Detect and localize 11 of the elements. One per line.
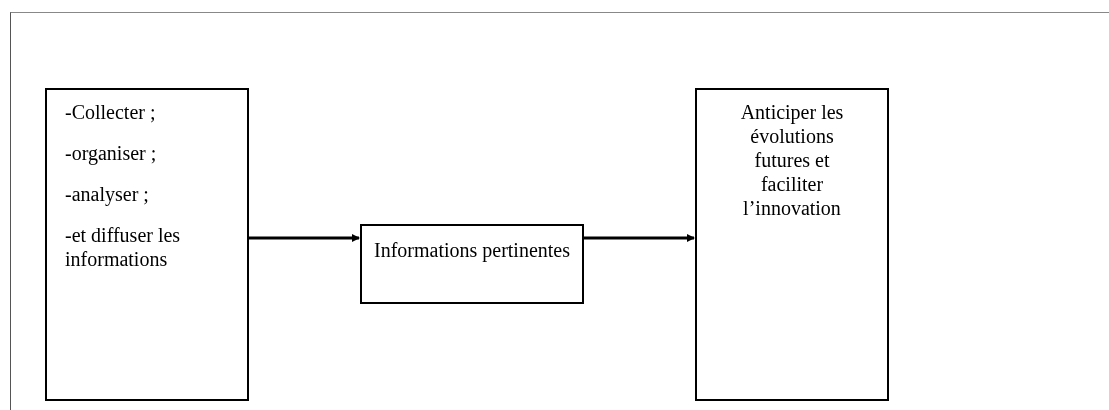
arrow	[584, 234, 695, 242]
process-box	[695, 88, 889, 401]
box-text: Anticiper les évolutions futures et faciliter l’innovation	[739, 100, 845, 220]
process-box	[45, 88, 249, 401]
process-box	[360, 224, 584, 304]
box-text: -et diffuser les informations	[65, 223, 182, 271]
box-text: -Collecter ;	[65, 100, 157, 124]
box-text: Informations pertinentes	[372, 238, 572, 262]
arrow	[249, 234, 360, 242]
box-text: -analyser ;	[65, 182, 150, 206]
box-text: -organiser ;	[65, 141, 158, 165]
